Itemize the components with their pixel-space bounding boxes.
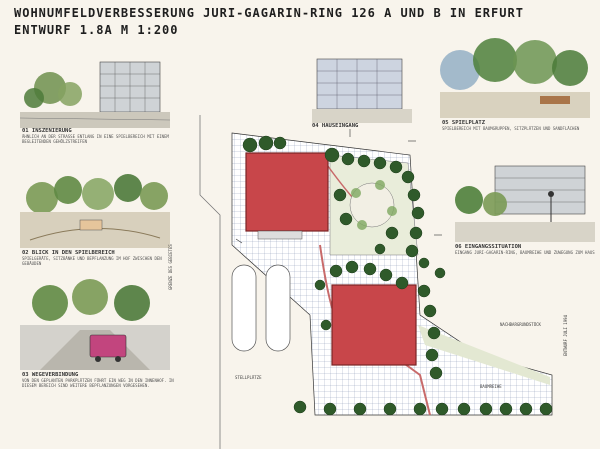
site-plan: [199, 115, 553, 449]
sketch-trees-playarea: [440, 38, 590, 118]
sketch-caption-3: 03 WEGEVERBINDUNG VON DEN GEPLANTEN PARK…: [22, 372, 174, 388]
sketch-caption-2: 02 BLICK IN DEN SPIELBEREICH SPIELGERÄTE…: [22, 250, 162, 266]
title-line-2: ENTWURF 1.8A M 1:200: [14, 23, 179, 37]
sketch-caption-5: 05 SPIELPLATZ SPIELBEREICH MIT BAUMGRUPP…: [442, 120, 580, 131]
signature: ENTWURF JULI 1994: [563, 315, 568, 356]
title-line-1: WOHNUMFELDVERBESSERUNG JURI-GAGARIN-RING…: [14, 6, 524, 20]
sketch-path-connection: [20, 279, 170, 370]
plan-label-street: GRENZE DES GEBIETES: [168, 244, 173, 290]
plan-label-parking: STELLPLÄTZE: [235, 375, 262, 380]
sketch-caption-6: 06 EINGANGSSITUATION EINGANG JURI-GAGARI…: [455, 244, 595, 255]
plan-label-treerow: BAUMREIHE: [480, 384, 502, 389]
plan-label-neighbour: NACHBARGRUNDSTÜCK: [500, 322, 541, 327]
sketch-caption-1: 01 INSZENIERUNG ÄHNLICH AN DER STRASSE E…: [22, 128, 169, 144]
sketch-caption-4: 04 HAUSEINGANG: [312, 123, 359, 129]
sketch-street-view: [20, 61, 170, 128]
drawing-title: WOHNUMFELDVERBESSERUNG JURI-GAGARIN-RING…: [14, 6, 524, 37]
sketch-entrance-situation: [455, 165, 595, 242]
sketch-playground: [20, 174, 170, 248]
sketch-building-entrance: [312, 58, 412, 123]
